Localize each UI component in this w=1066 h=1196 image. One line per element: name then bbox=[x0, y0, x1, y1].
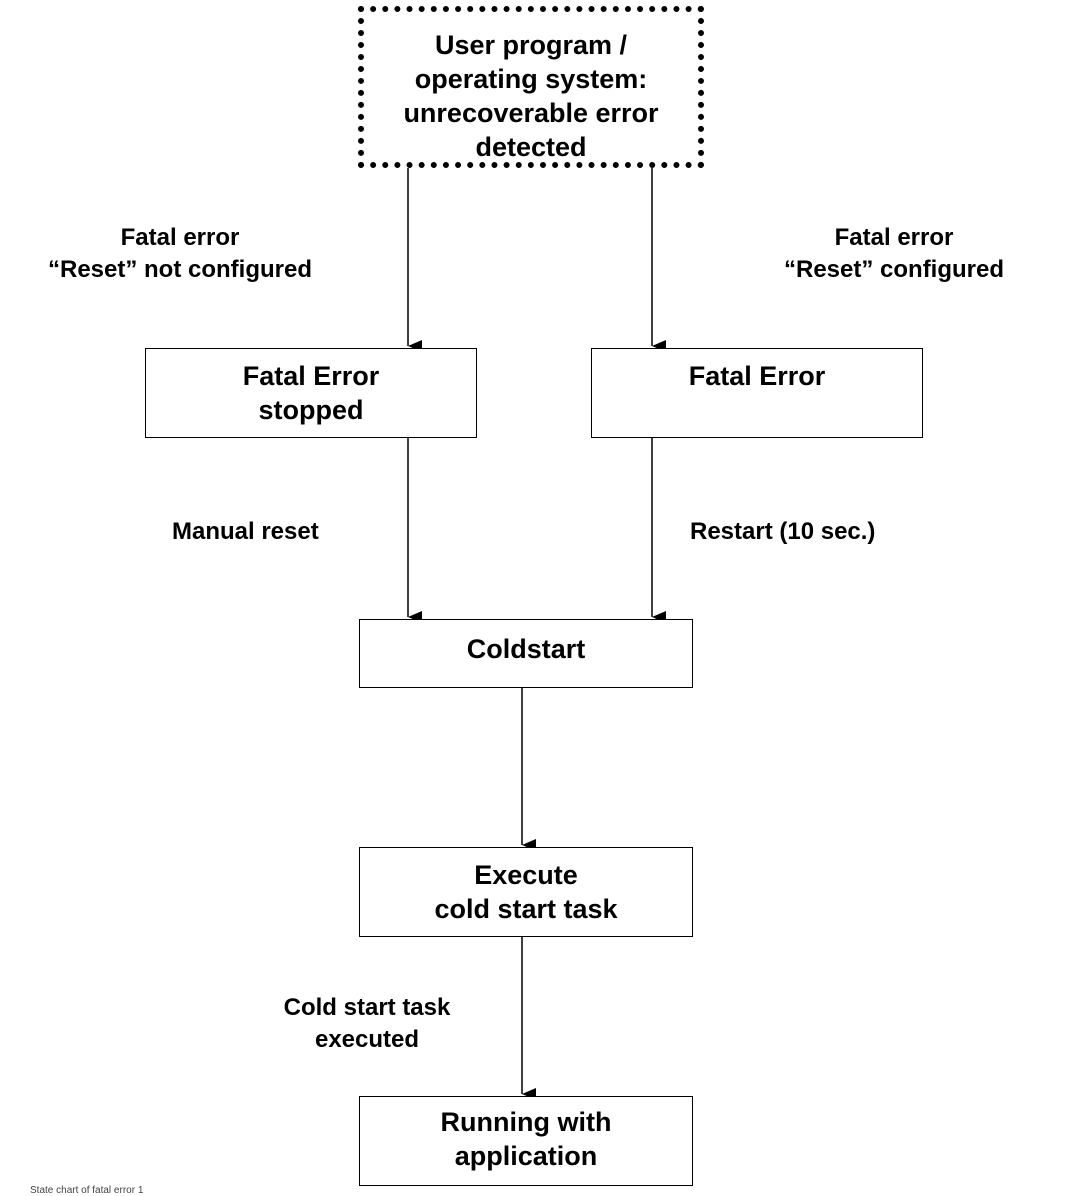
start-node-line-1: User program / bbox=[434, 30, 628, 60]
execute-line-1: Execute bbox=[474, 860, 578, 890]
coldstart-node: Coldstart bbox=[359, 619, 693, 688]
running-line-2: application bbox=[454, 1141, 598, 1171]
fatal-error-stopped-node: Fatal Error stopped bbox=[145, 348, 477, 438]
execute-line-2: cold start task bbox=[434, 894, 618, 924]
edge-label-restart: Restart (10 sec.) bbox=[690, 518, 876, 545]
fatal-error-line-1: Fatal Error bbox=[688, 361, 826, 391]
fatal-error-node: Fatal Error bbox=[591, 348, 923, 438]
edge-label-reset-configured-line-1: Fatal error bbox=[834, 224, 954, 251]
edge-label-cold-start-task-line-1: Cold start task bbox=[283, 994, 451, 1021]
edge-label-cold-start-task-line-2: executed bbox=[314, 1026, 420, 1053]
running-node: Running with application bbox=[359, 1096, 693, 1186]
start-node-error-detected: User program / operating system: unrecov… bbox=[358, 6, 704, 168]
fatal-error-stopped-line-1: Fatal Error bbox=[242, 361, 380, 391]
edge-label-reset-not-configured-line-1: Fatal error bbox=[120, 224, 240, 251]
coldstart-line-1: Coldstart bbox=[466, 634, 586, 664]
edge-label-reset-configured-line-2: “Reset” configured bbox=[783, 256, 1005, 283]
edge-label-reset-not-configured-line-2: “Reset” not configured bbox=[47, 256, 312, 283]
start-node-line-2: operating system: bbox=[414, 64, 648, 94]
edge-label-cold-start-task-executed: Cold start task executed bbox=[262, 992, 472, 1056]
fatal-error-stopped-line-2: stopped bbox=[258, 395, 364, 425]
start-node-line-4: detected bbox=[475, 132, 587, 162]
start-node-line-3: unrecoverable error bbox=[403, 98, 659, 128]
edge-label-reset-configured: Fatal error “Reset” configured bbox=[764, 222, 1024, 286]
edge-label-reset-not-configured: Fatal error “Reset” not configured bbox=[20, 222, 340, 286]
edge-label-manual-reset: Manual reset bbox=[172, 518, 319, 545]
execute-cold-start-node: Execute cold start task bbox=[359, 847, 693, 937]
running-line-1: Running with bbox=[440, 1107, 612, 1137]
figure-caption: State chart of fatal error 1 bbox=[30, 1185, 144, 1196]
